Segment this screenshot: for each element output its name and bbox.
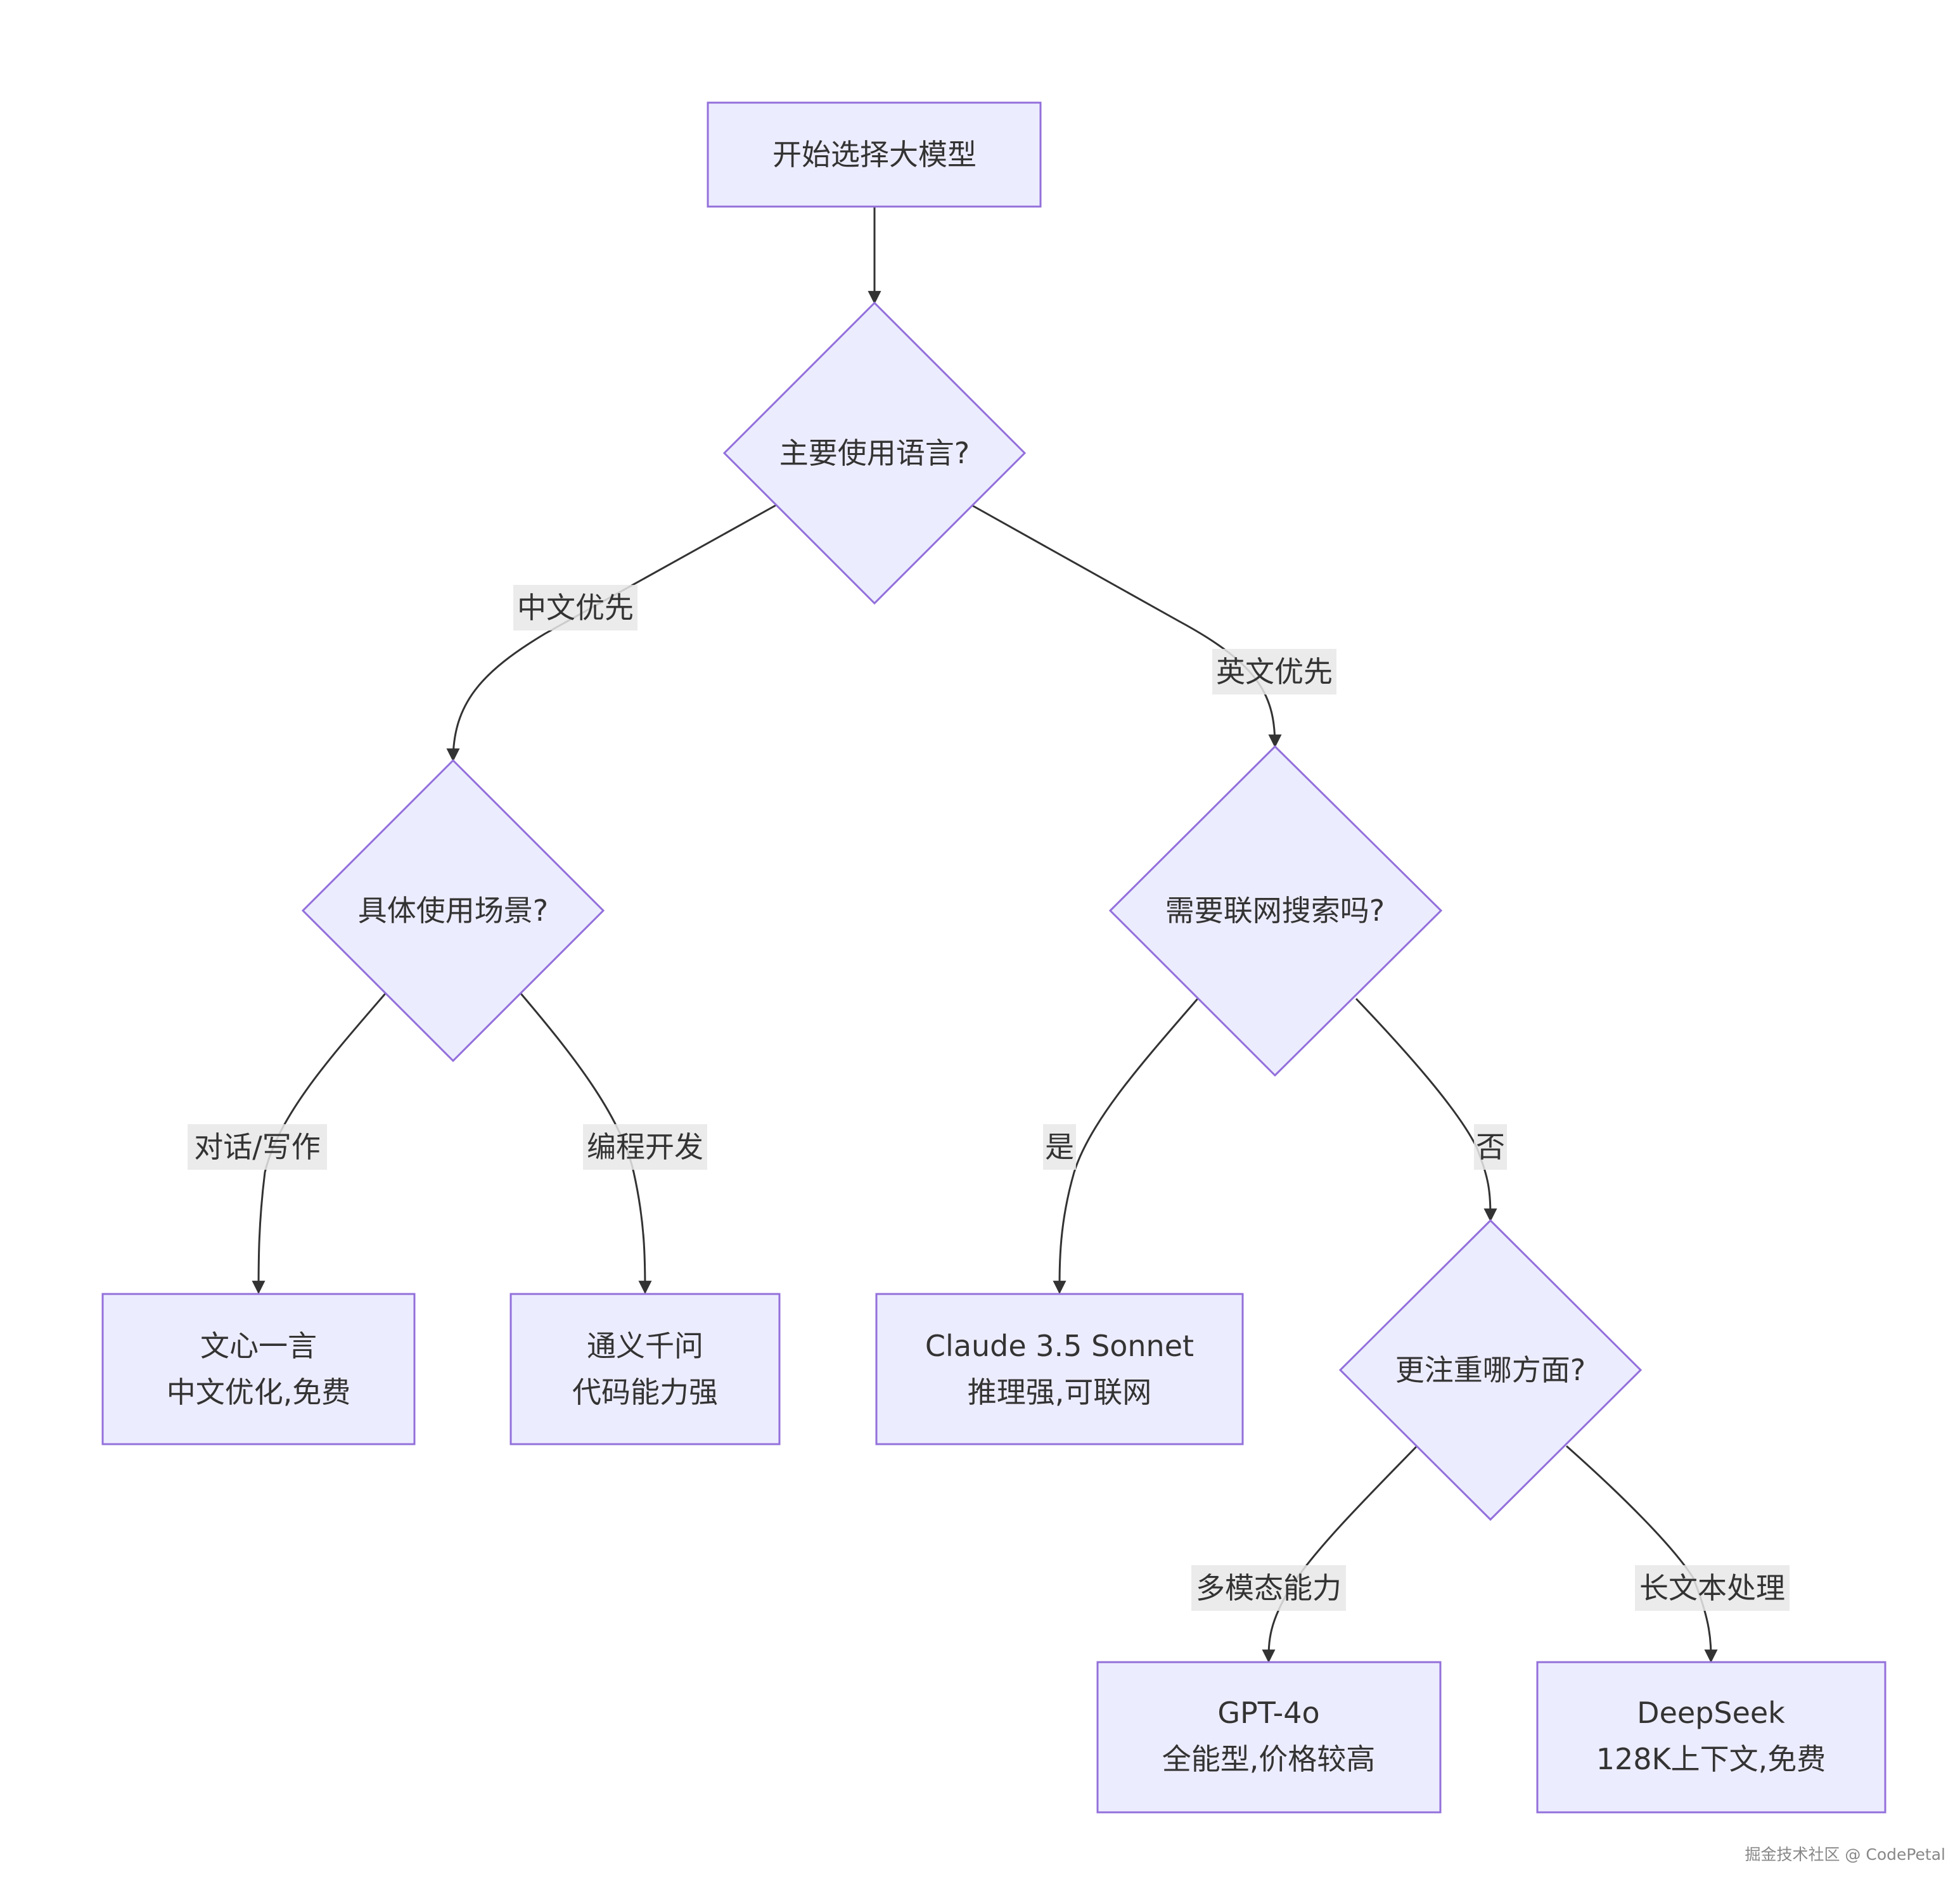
node-deepseek-line1: DeepSeek — [1637, 1696, 1785, 1730]
edge-label-zh-text: 中文优先 — [517, 591, 634, 625]
edge-label-long: 长文本处理 — [1635, 1565, 1790, 1611]
node-deepseek-line2: 128K上下文,免费 — [1596, 1742, 1826, 1776]
decision-search-text: 需要联网搜索吗? — [1165, 893, 1385, 928]
edge-label-long-text: 长文本处理 — [1639, 1571, 1785, 1605]
edge-label-yes-text: 是 — [1045, 1130, 1074, 1164]
node-start-text: 开始选择大模型 — [772, 138, 977, 172]
edge-lang-search — [971, 504, 1282, 748]
edge-focus-gpt — [1262, 1445, 1418, 1663]
node-tongyi-line1: 通义千问 — [587, 1329, 703, 1363]
edge-label-code-text: 编程开发 — [587, 1130, 703, 1164]
node-deepseek: DeepSeek 128K上下文,免费 — [1536, 1661, 1886, 1814]
edge-search-claude — [1053, 998, 1199, 1295]
node-tongyi: 通义千问 代码能力强 — [509, 1293, 781, 1445]
node-wenxin-line2: 中文优化,免费 — [167, 1375, 351, 1409]
node-gpt-line1: GPT-4o — [1217, 1696, 1319, 1730]
edge-label-multi-text: 多模态能力 — [1196, 1571, 1342, 1605]
edge-focus-deepseek — [1566, 1445, 1718, 1663]
edge-label-no-text: 否 — [1476, 1130, 1505, 1164]
edge-label-no: 否 — [1474, 1124, 1507, 1170]
edge-label-chat: 对话/写作 — [188, 1124, 327, 1170]
edge-label-zh: 中文优先 — [513, 585, 637, 631]
node-claude: Claude 3.5 Sonnet 推理强,可联网 — [875, 1293, 1244, 1445]
node-start: 开始选择大模型 — [707, 101, 1042, 208]
edge-lang-scene — [446, 504, 777, 762]
node-wenxin: 文心一言 中文优化,免费 — [101, 1293, 416, 1445]
decision-scene-text: 具体使用场景? — [358, 893, 548, 928]
node-wenxin-line1: 文心一言 — [200, 1329, 317, 1363]
node-gpt-line2: 全能型,价格较高 — [1162, 1742, 1376, 1776]
edge-label-multi: 多模态能力 — [1191, 1565, 1346, 1611]
edge-label-chat-text: 对话/写作 — [194, 1130, 321, 1164]
decision-lang-text: 主要使用语言? — [779, 436, 970, 470]
node-gpt: GPT-4o 全能型,价格较高 — [1096, 1661, 1442, 1814]
edge-label-code: 编程开发 — [583, 1124, 707, 1170]
decision-search: 需要联网搜索吗? — [1108, 745, 1443, 1077]
edge-label-en: 英文优先 — [1212, 649, 1336, 695]
decision-focus: 更注重哪方面? — [1338, 1219, 1643, 1521]
decision-scene: 具体使用场景? — [301, 759, 605, 1063]
decision-focus-text: 更注重哪方面? — [1395, 1353, 1585, 1387]
node-claude-line1: Claude 3.5 Sonnet — [925, 1329, 1194, 1363]
edge-search-focus — [1355, 997, 1497, 1222]
decision-lang: 主要使用语言? — [722, 301, 1027, 605]
node-claude-line2: 推理强,可联网 — [968, 1375, 1152, 1409]
edge-label-en-text: 英文优先 — [1216, 655, 1333, 689]
watermark-text: 掘金技术社区 @ CodePetal — [1745, 1845, 1945, 1864]
node-tongyi-line2: 代码能力强 — [572, 1375, 718, 1409]
edge-label-yes: 是 — [1043, 1124, 1076, 1170]
